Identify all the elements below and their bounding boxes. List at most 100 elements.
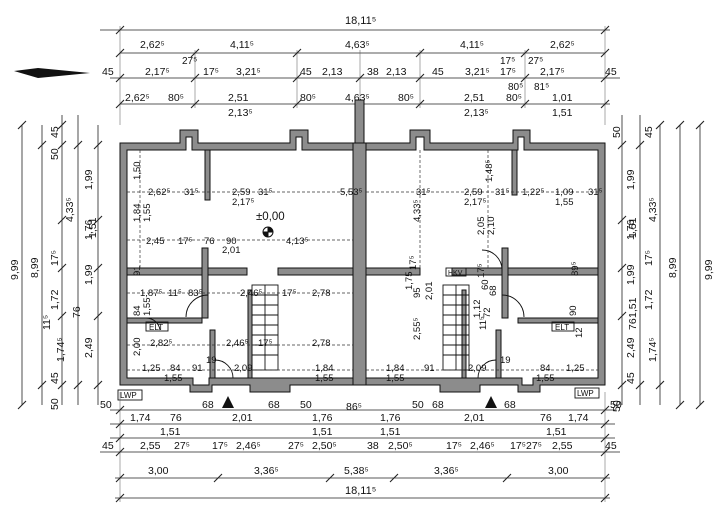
elt-label-left: ELT: [149, 323, 163, 332]
dim-label: 2,50⁵: [312, 440, 337, 452]
dim-label: 2,10: [486, 217, 497, 236]
dim-label: 1,25: [566, 363, 585, 374]
entrance-arrow-icon: [485, 396, 497, 408]
interior-partitions: [126, 149, 599, 379]
dim-label: 8,99: [667, 257, 679, 278]
dim-label: 17⁵: [282, 288, 297, 299]
dim-label: 17⁵: [49, 250, 61, 266]
dim-label: 2,49: [625, 337, 637, 358]
building-walls: [119, 99, 606, 393]
dim-label: 45: [49, 126, 61, 138]
dim-label: 45: [605, 66, 617, 78]
entrance-arrow-icon: [222, 396, 234, 408]
dim-label: 1,55: [142, 298, 153, 317]
dim-label: 1,84: [132, 204, 143, 223]
dim-label: 80⁵: [506, 92, 522, 104]
dim-label: 2,46⁵: [226, 338, 248, 349]
dim-label: 4,11⁵: [230, 39, 254, 51]
dim-label: 2,62⁵: [125, 92, 150, 104]
dim-label: 2,59: [464, 187, 483, 198]
dim-label: 76: [627, 318, 639, 330]
dim-label: 2,09: [234, 363, 253, 374]
dim-label: 84: [170, 363, 181, 374]
dim-label: 45: [102, 440, 114, 452]
dim-label: 68: [268, 399, 280, 411]
dim-label: 3,36⁵: [434, 465, 459, 477]
dim-label: 50: [49, 398, 61, 410]
dim-label: 2,09: [468, 363, 487, 374]
bottom-row1-labels: 1,74 76 2,01 1,76 86⁵ 1,76 2,01 76 1,74: [130, 401, 589, 424]
dim-label: 1,55: [536, 373, 555, 384]
dim-label: 1,25: [142, 363, 161, 374]
top-dimension-lines: [100, 25, 620, 125]
dim-label: 68: [504, 399, 516, 411]
bottom-dimension-lines: [100, 392, 620, 503]
north-label: N: [28, 70, 38, 77]
dim-label: 84: [540, 363, 551, 374]
dim-label: 27⁵: [528, 56, 543, 67]
dim-label: 60: [480, 279, 491, 290]
dim-label: 5,38⁵: [344, 465, 369, 477]
dim-label: 17⁵: [500, 66, 516, 78]
dim-label: 2,55: [552, 440, 573, 452]
dim-label: 17⁵: [408, 255, 419, 270]
dim-label: 2,45: [146, 236, 165, 247]
top-row4-labels: 80⁵ 81⁵: [508, 82, 549, 93]
bottom-row4-labels: 3,00 3,36⁵ 5,38⁵ 3,36⁵ 3,00: [148, 465, 569, 477]
dim-label: 91: [192, 363, 203, 374]
level-label: ±0,00: [256, 211, 285, 223]
dim-label: 4,33⁵: [412, 200, 423, 222]
dim-label: 4,33⁵: [647, 197, 659, 222]
dim-label: 1,74: [568, 412, 589, 424]
dim-label: 2,51: [464, 92, 485, 104]
lwp-label-left: LWP: [120, 391, 137, 400]
dim-label: 2,17⁵: [145, 66, 170, 78]
dim-label: 19: [206, 355, 217, 366]
dim-label: 2,55: [140, 440, 161, 452]
dim-label: 1,55: [555, 197, 574, 208]
dim-label: 1,84: [386, 363, 405, 374]
dim-label: 17⁵: [212, 440, 228, 452]
dim-label: 1,51: [380, 426, 401, 438]
dim-label: 45: [300, 66, 312, 78]
dim-label: 17⁵: [203, 66, 219, 78]
dim-label: 2,78: [312, 288, 331, 299]
dim-label: 17⁵: [178, 236, 193, 247]
dim-label: 68: [488, 285, 499, 296]
dim-label: 2,46⁵: [470, 440, 495, 452]
dim-label: 27⁵: [182, 56, 197, 67]
right-dim-labels: 9,99 8,99 50 45 1,99 1,76 1,99 1,72 2,49…: [611, 126, 715, 412]
dim-label: 2,49: [83, 337, 95, 358]
bottom-row2-labels: 1,51 1,51 1,51 1,51: [160, 426, 567, 438]
dim-label: 50: [611, 126, 623, 138]
dim-label: 2,17⁵: [540, 66, 565, 78]
dim-label: 27⁵: [526, 440, 542, 452]
dim-label: 2,01: [232, 412, 253, 424]
dim-label: 1,99: [83, 169, 95, 190]
dim-label: 1,99: [625, 264, 637, 285]
dim-label: 50: [611, 400, 623, 412]
dim-label: 2,13⁵: [464, 107, 489, 119]
dim-label: 1,51: [160, 426, 181, 438]
dim-label: 9,99: [9, 259, 21, 280]
dim-label: 76: [540, 412, 552, 424]
dim-label: 31⁵: [495, 187, 510, 198]
dim-label: 38: [367, 440, 379, 452]
dim-label: 1,51: [87, 217, 99, 238]
dim-label: 76: [204, 236, 215, 247]
overall-width-top: 18,11⁵: [345, 15, 376, 27]
dim-label: 3,21⁵: [236, 66, 261, 78]
dim-label: 1,76: [625, 219, 637, 240]
dim-label: 76: [170, 412, 182, 424]
dim-label: 1,50: [132, 162, 143, 181]
dim-label: 2,62⁵: [550, 39, 575, 51]
dim-label: 45: [625, 372, 637, 384]
dim-label: 2,13⁵: [228, 107, 253, 119]
dim-label: 1,51: [627, 297, 639, 318]
dim-label: 1,74⁵: [55, 337, 67, 362]
dim-label: 50: [610, 399, 622, 411]
dim-label: 17⁵: [476, 263, 487, 278]
dim-label: 2,46⁵: [240, 288, 262, 299]
dim-label: 1,74: [130, 412, 151, 424]
dim-label: 2,01: [424, 282, 435, 301]
